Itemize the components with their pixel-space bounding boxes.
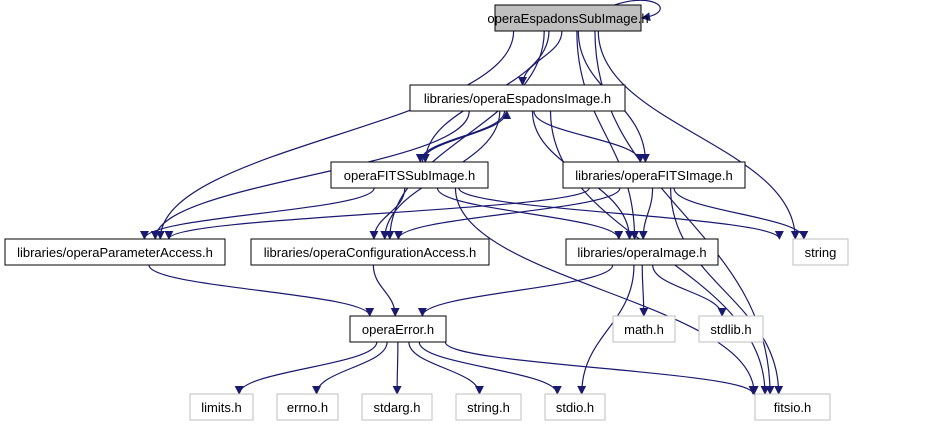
edge-fits-sub-image-to-espadons-image [421, 110, 512, 163]
node-math: math.h [612, 315, 676, 343]
node-opera-error[interactable]: operaError.h [349, 315, 447, 343]
edge-root-to-parameter-access [155, 30, 515, 240]
edge-opera-image-to-stdlib [652, 264, 727, 317]
edge-fits-image-to-string [673, 187, 809, 240]
edge-root-to-espadons-image [518, 30, 563, 86]
edge-opera-error-to-string-h [408, 341, 484, 395]
edge-espadons-image-to-fits-sub-image [415, 110, 506, 163]
node-string: string [792, 238, 849, 266]
node-stdio-label: stdio.h [556, 400, 594, 415]
edge-root-to-opera-image [576, 30, 640, 240]
node-configuration-access-label: libraries/operaConfigurationAccess.h [264, 245, 476, 260]
node-stdio: stdio.h [544, 393, 606, 421]
node-stdarg-label: stdarg.h [374, 400, 421, 415]
edge-parameter-access-to-opera-error [148, 264, 375, 317]
edge-fits-image-to-fitsio [670, 187, 784, 395]
node-parameter-access-label: libraries/operaParameterAccess.h [17, 245, 213, 260]
node-limits-label: limits.h [201, 400, 241, 415]
node-fitsio-label: fitsio.h [774, 400, 812, 415]
edge-fits-image-to-configuration-access [393, 187, 621, 240]
edge-fits-sub-image-to-string [458, 187, 784, 240]
node-opera-error-label: operaError.h [362, 322, 434, 337]
node-math-label: math.h [624, 322, 664, 337]
node-stdlib: stdlib.h [698, 315, 764, 343]
node-fits-image[interactable]: libraries/operaFITSImage.h [562, 161, 746, 189]
node-fits-sub-image[interactable]: operaFITSSubImage.h [330, 161, 489, 189]
node-parameter-access[interactable]: libraries/operaParameterAccess.h [4, 238, 226, 266]
node-string-label: string [805, 245, 837, 260]
edge-opera-error-to-stdio [418, 341, 562, 395]
node-limits: limits.h [189, 393, 254, 421]
edge-opera-error-to-limits [234, 341, 378, 395]
node-errno: errno.h [276, 393, 339, 421]
node-stdlib-label: stdlib.h [710, 322, 751, 337]
edge-opera-error-to-fitsio [444, 341, 758, 395]
edge-fits-sub-image-to-fitsio [454, 187, 759, 395]
edge-opera-error-to-errno [312, 341, 388, 395]
node-opera-image-label: libraries/operaImage.h [577, 245, 706, 260]
node-root-header[interactable]: operaEspadonsSubImage.h [487, 4, 649, 32]
node-fitsio: fitsio.h [754, 393, 831, 421]
edge-fits-sub-image-to-parameter-access [140, 187, 375, 240]
edge-root-to-root [614, 0, 661, 22]
node-errno-label: errno.h [287, 400, 328, 415]
edge-fits-sub-image-to-opera-image [436, 187, 624, 240]
edge-root-to-string [597, 30, 800, 240]
node-root-header-label: operaEspadonsSubImage.h [487, 11, 648, 26]
edge-opera-image-to-opera-error [417, 264, 614, 317]
node-espadons-image[interactable]: libraries/operaEspadonsImage.h [409, 84, 626, 112]
node-string-h-label: string.h [467, 400, 510, 415]
node-configuration-access[interactable]: libraries/operaConfigurationAccess.h [250, 238, 490, 266]
node-stdarg: stdarg.h [361, 393, 433, 421]
node-string-h: string.h [455, 393, 522, 421]
edge-opera-image-to-math [639, 264, 649, 317]
edge-fits-image-to-parameter-access [164, 187, 590, 240]
edge-opera-image-to-stdio [577, 264, 635, 395]
node-fits-image-label: libraries/operaFITSImage.h [575, 168, 733, 183]
edge-espadons-image-to-parameter-access [150, 110, 470, 240]
node-espadons-image-label: libraries/operaEspadonsImage.h [424, 91, 611, 106]
node-fits-sub-image-label: operaFITSSubImage.h [344, 168, 476, 183]
edge-fits-image-to-opera-image [638, 187, 654, 240]
node-opera-image[interactable]: libraries/operaImage.h [565, 238, 719, 266]
edge-configuration-access-to-opera-error [372, 264, 400, 317]
edge-fits-sub-image-to-configuration-access [369, 187, 406, 240]
edge-espadons-image-to-fits-image [533, 110, 645, 163]
edge-opera-error-to-stdarg [392, 341, 402, 395]
dependency-nodes: operaEspadonsSubImage.h libraries/operaE… [4, 4, 849, 421]
